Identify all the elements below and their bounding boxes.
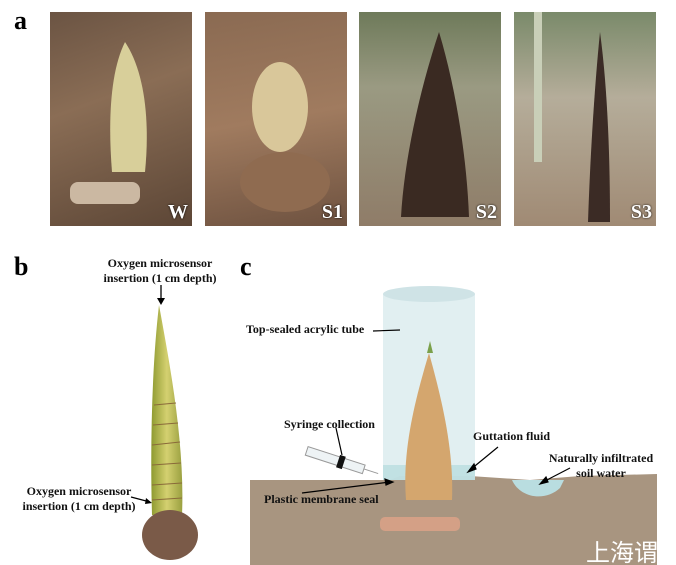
label-line: insertion (1 cm depth) <box>103 271 217 285</box>
watermark: 上海谓 <box>586 539 658 565</box>
shoot <box>405 353 453 500</box>
bamboo-shoot-image <box>70 42 147 204</box>
rhizome <box>380 517 460 531</box>
label-line: Oxygen microsensor <box>107 256 213 270</box>
label-line: insertion (1 cm depth) <box>22 499 136 513</box>
bamboo-shoot-model <box>130 285 198 560</box>
top-sensor-label: Oxygen microsensor insertion (1 cm depth… <box>95 256 225 286</box>
photo-label: S1 <box>321 201 343 223</box>
syringe-label: Syringe collection <box>284 417 375 431</box>
photo-w: W <box>50 12 192 226</box>
photo-s2: S2 <box>359 12 501 226</box>
guttation-label: Guttation fluid <box>473 429 551 443</box>
label-line: Oxygen microsensor <box>26 484 132 498</box>
panel-b-letter: b <box>14 252 29 281</box>
panel-c-letter: c <box>240 252 252 281</box>
bottom-sensor-label: Oxygen microsensor insertion (1 cm depth… <box>14 484 144 514</box>
seal-label: Plastic membrane seal <box>264 492 379 506</box>
photo-label: S3 <box>630 201 652 223</box>
soil-water-pool <box>512 480 564 497</box>
photo-s3: S3 <box>514 12 656 226</box>
panel-a-letter: a <box>14 6 27 35</box>
photo-label: W <box>168 201 188 223</box>
photo-s1: S1 <box>205 12 347 226</box>
syringe-icon <box>304 445 379 475</box>
bamboo-shoot-image <box>534 12 610 222</box>
experiment-diagram <box>250 286 657 565</box>
bamboo-shoot-image <box>401 32 469 217</box>
soil-water-label: Naturally infiltrated soil water <box>536 451 666 481</box>
photo-label: S2 <box>475 201 497 223</box>
tube-label: Top-sealed acrylic tube <box>246 322 365 336</box>
label-line: soil water <box>576 466 626 480</box>
label-line: Naturally infiltrated <box>548 451 654 465</box>
bamboo-shoot-image <box>240 62 330 212</box>
